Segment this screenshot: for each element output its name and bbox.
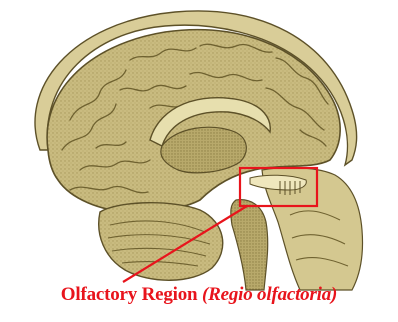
olfactory-region-caption: Olfactory Region (Regio olfactoria) (0, 284, 398, 306)
olfactory-bulb (250, 175, 306, 190)
caption-latin: (Regio olfactoria) (202, 284, 337, 305)
cerebellum (99, 203, 223, 281)
caption-english: Olfactory Region (61, 284, 198, 305)
